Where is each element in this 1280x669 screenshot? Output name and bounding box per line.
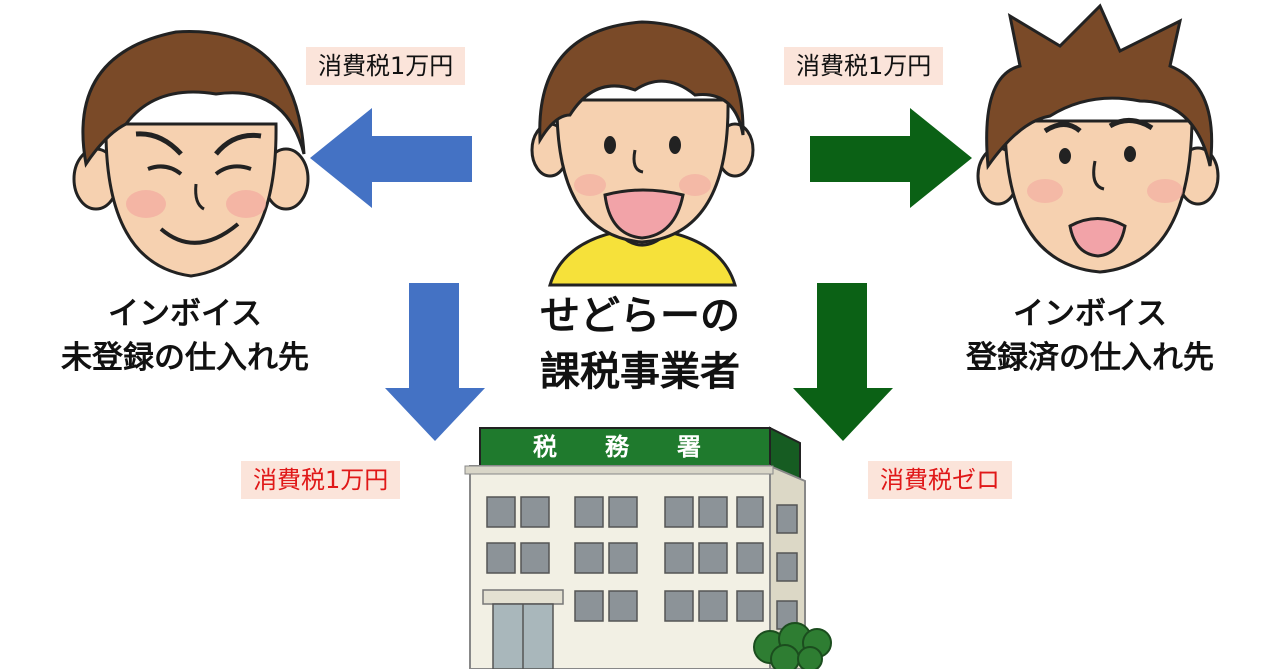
left-payment-label: 消費税1万円 xyxy=(241,461,401,499)
right-tax-label: 消費税1万円 xyxy=(784,47,944,85)
tax-office-building: 税 務 署 xyxy=(464,426,832,669)
arrow-right-green xyxy=(810,108,972,208)
sign-char-2: 務 xyxy=(605,433,630,461)
center-party-caption: せどらーの 課税事業者 xyxy=(490,288,790,400)
left-party-caption: インボイス 未登録の仕入れ先 xyxy=(20,292,350,380)
left-party-line1: インボイス xyxy=(107,296,263,332)
left-party-line2: 未登録の仕入れ先 xyxy=(61,340,309,376)
right-party-caption: インボイス 登録済の仕入れ先 xyxy=(925,292,1255,380)
left-person-illustration xyxy=(72,30,310,278)
right-payment-label: 消費税ゼロ xyxy=(868,461,1012,499)
sign-char-1: 税 xyxy=(533,433,557,461)
center-person-illustration xyxy=(530,20,755,287)
arrow-left-blue xyxy=(310,108,472,208)
left-tax-label: 消費税1万円 xyxy=(306,47,466,85)
center-party-line2: 課税事業者 xyxy=(540,349,740,395)
right-party-line2: 登録済の仕入れ先 xyxy=(966,340,1214,376)
arrow-down-blue xyxy=(385,283,485,441)
right-person-illustration xyxy=(976,3,1220,274)
center-party-line1: せどらーの xyxy=(540,293,740,339)
right-party-line1: インボイス xyxy=(1012,296,1168,332)
sign-char-3: 署 xyxy=(676,433,701,461)
arrow-down-green xyxy=(793,283,893,441)
